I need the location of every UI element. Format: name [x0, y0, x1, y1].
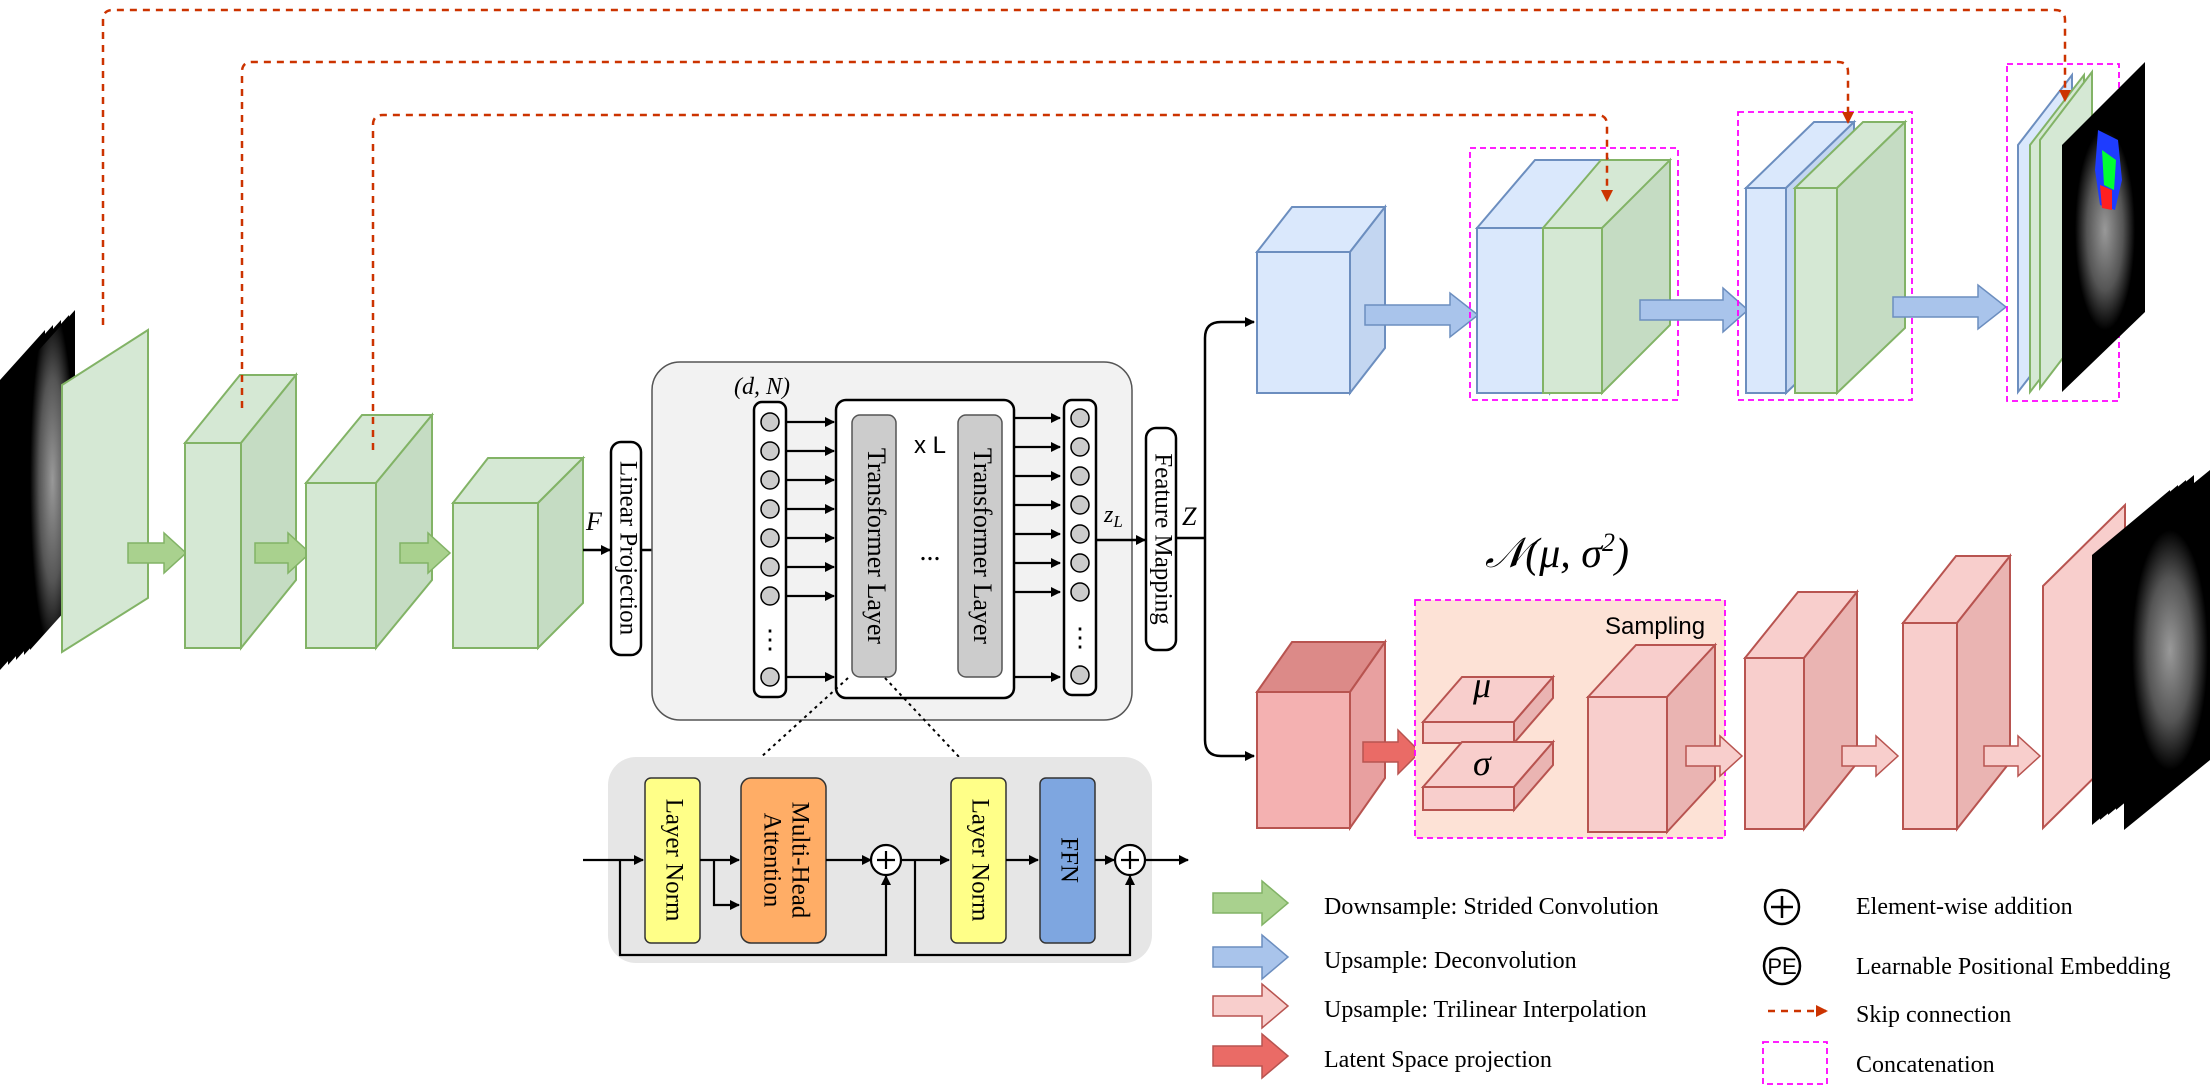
legend-pe-icon-label: PE [1767, 954, 1796, 979]
transformer-layer-L: Transformer Layer [957, 414, 1003, 678]
input-mri-stack [0, 310, 75, 670]
feature-mapping-box: Feature Mapping [1144, 426, 1178, 652]
sigma-slab [1420, 739, 1556, 813]
detail-layer-norm-1: Layer Norm [644, 777, 701, 944]
decoder-red-block-2 [1742, 589, 1860, 832]
latent-projection-arrow [1362, 728, 1422, 776]
detail-layer-norm-2-label: Layer Norm [966, 799, 993, 922]
detail-mha-label-2: Attention [758, 813, 785, 908]
legend: Downsample: Strided Convolution Upsample… [1212, 879, 2171, 1085]
downsample-arrow-1 [127, 531, 188, 575]
downsample-arrow-2 [254, 531, 312, 575]
mu-label: μ [1472, 665, 1491, 705]
legend-pe-text: Learnable Positional Embedding [1856, 954, 2171, 980]
upsample-arrow-red-3 [1983, 734, 2042, 778]
upsample-arrow-blue-2 [1639, 286, 1750, 334]
concat-box-1 [1469, 147, 1679, 401]
decoder-blue-block-1 [1254, 204, 1388, 396]
vdots-input: ⋮ [757, 625, 783, 654]
legend-upsample-trilinear: Upsample: Trilinear Interpolation [1212, 982, 1647, 1030]
detail-ffn-label: FFN [1055, 837, 1082, 883]
detail-mha: Multi-Head Attention [740, 777, 827, 944]
legend-skip: Skip connection [1768, 1002, 2011, 1028]
xL-label: x L [914, 432, 946, 459]
encoder-block-3 [303, 412, 435, 651]
sigma-label: σ [1473, 743, 1492, 783]
var-Z: Z [1182, 502, 1197, 531]
legend-upsample-trilinear-text: Upsample: Trilinear Interpolation [1324, 997, 1647, 1023]
upsample-arrow-blue-3 [1892, 283, 2008, 331]
encoder-block-4 [450, 455, 586, 651]
transformer-layer-1-label: Transformer Layer [862, 448, 891, 644]
feature-mapping-label: Feature Mapping [1149, 453, 1176, 625]
legend-downsample-text: Downsample: Strided Convolution [1324, 894, 1659, 920]
dN-label: (d, N) [734, 374, 790, 400]
decoder-green-concat-2 [1792, 119, 1908, 396]
reconstruction-output-stack [2092, 470, 2210, 830]
latent-red-block [1255, 638, 1387, 832]
linear-projection-label: Linear Projection [614, 461, 641, 636]
token-column-input: ⋮ [752, 400, 788, 699]
detail-layer-norm-2: Layer Norm [950, 777, 1007, 944]
transformer-layer-L-label: Transformer Layer [968, 448, 997, 644]
segmentation-output-image [2062, 62, 2145, 392]
legend-pe: PE Learnable Positional Embedding [1762, 946, 2171, 986]
decoder-red-block-3 [1900, 553, 2013, 832]
detail-mha-label-1: Multi-Head [786, 802, 813, 919]
mu-slab [1420, 674, 1556, 746]
var-F: F [585, 507, 603, 536]
skip-connections [101, 8, 2071, 450]
legend-element-add: Element-wise addition [1763, 888, 2073, 926]
token-arrows-in [787, 417, 835, 682]
transformer-layer-1: Transformer Layer [851, 414, 897, 678]
encoder-block-2 [182, 372, 299, 651]
legend-concat-text: Concatenation [1856, 1052, 1995, 1078]
sampling-label: Sampling [1605, 613, 1705, 640]
normal-distribution-label: 𝒩(μ, σ2) [1485, 528, 1629, 577]
upsample-arrow-blue-1 [1364, 291, 1480, 339]
legend-downsample: Downsample: Strided Convolution [1212, 879, 1659, 927]
upsample-arrow-red-2 [1841, 734, 1900, 778]
upsample-arrow-red-1 [1685, 734, 1744, 778]
ellipsis-h: ... [920, 536, 941, 567]
token-arrows-out [1014, 413, 1061, 682]
token-column-output: ⋮ [1062, 398, 1098, 697]
encoder-block-1 [61, 328, 149, 654]
detail-add-1 [869, 843, 903, 877]
legend-upsample-deconv-text: Upsample: Deconvolution [1324, 948, 1577, 974]
detail-ffn: FFN [1039, 777, 1096, 944]
legend-upsample-deconv: Upsample: Deconvolution [1212, 933, 1577, 981]
legend-skip-text: Skip connection [1856, 1002, 2011, 1028]
legend-element-add-text: Element-wise addition [1856, 894, 2073, 920]
sampled-red-block [1585, 642, 1718, 835]
legend-latent: Latent Space projection [1212, 1032, 1552, 1080]
legend-latent-text: Latent Space projection [1324, 1047, 1552, 1073]
detail-flow-lines [583, 855, 1189, 957]
downsample-arrow-3 [399, 531, 452, 575]
linear-projection-box: Linear Projection [609, 440, 643, 657]
detail-add-2 [1113, 843, 1147, 877]
vdots-output: ⋮ [1067, 623, 1093, 652]
detail-layer-norm-1-label: Layer Norm [660, 799, 687, 922]
concat-box-2 [1737, 111, 1913, 401]
legend-concat: Concatenation [1762, 1041, 1995, 1085]
